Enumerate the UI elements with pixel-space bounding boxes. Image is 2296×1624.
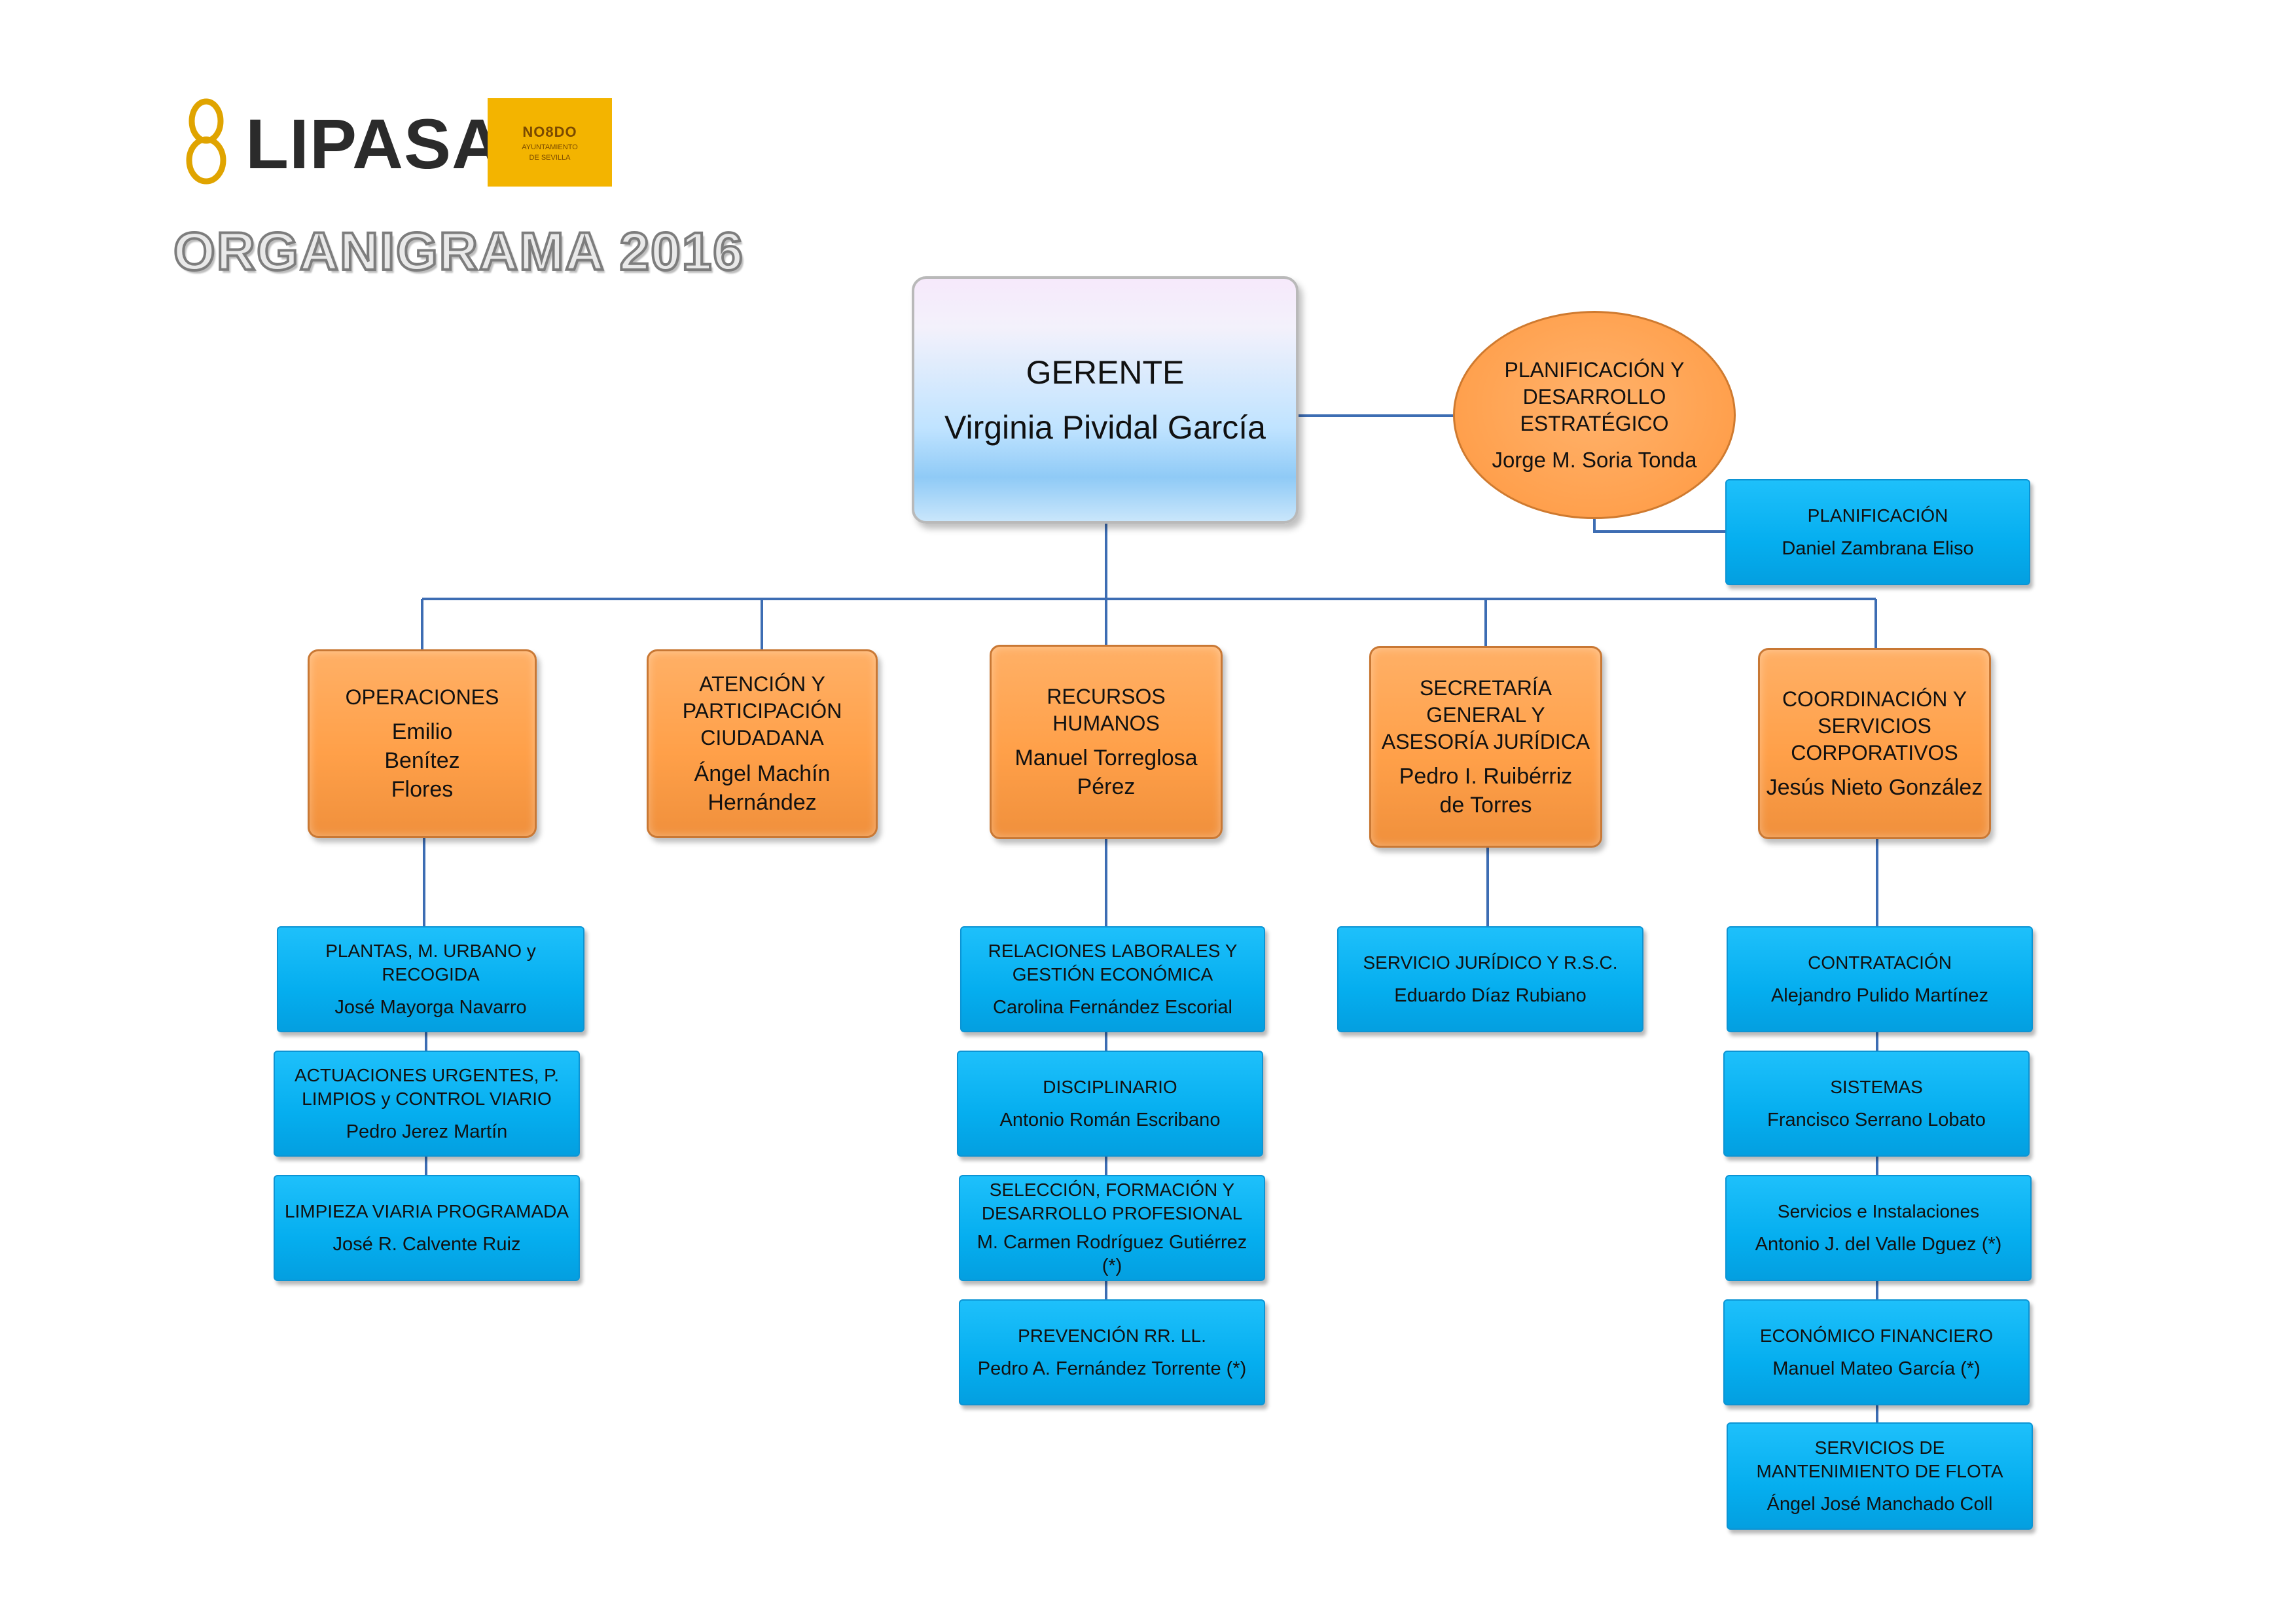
- unit-name: Carolina Fernández Escorial: [993, 997, 1232, 1018]
- unit-title: PREVENCIÓN RR. LL.: [1018, 1326, 1206, 1346]
- connector-operaciones-units: [423, 838, 427, 1175]
- unit-name: Antonio Román Escribano: [999, 1110, 1221, 1130]
- page-title: ORGANIGRAMA 2016: [172, 221, 744, 283]
- unit-seleccion-formacion: SELECCIÓN, FORMACIÓN Y DESARROLLO PROFES…: [959, 1175, 1265, 1281]
- area-name: Manuel Torreglosa Pérez: [1014, 745, 1198, 799]
- unit-title: ACTUACIONES URGENTES, P. LIMPIOS y CONTR…: [294, 1065, 559, 1109]
- planificacion-estrategica-name: Jorge M. Soria Tonda: [1492, 447, 1697, 472]
- area-recursos-humanos: RECURSOS HUMANOS Manuel Torreglosa Pérez: [990, 645, 1223, 839]
- gerente-name: Virginia Pividal García: [944, 409, 1266, 446]
- area-secretaria-general: SECRETARÍA GENERAL Y ASESORÍA JURÍDICA P…: [1369, 646, 1602, 848]
- unit-name: Pedro A. Fernández Torrente (*): [977, 1358, 1247, 1379]
- area-title: ATENCIÓN Y PARTICIPACIÓN CIUDADANA: [682, 672, 842, 749]
- unit-limpieza-viaria: LIMPIEZA VIARIA PROGRAMADA José R. Calve…: [274, 1175, 580, 1281]
- ayuntamiento-seal-icon: NO8DO AYUNTAMIENTO DE SEVILLA: [488, 98, 612, 187]
- unit-title: DISCIPLINARIO: [1043, 1077, 1177, 1097]
- unit-sistemas: SISTEMAS Francisco Serrano Lobato: [1723, 1051, 2030, 1157]
- unit-name: Ángel José Manchado Coll: [1767, 1494, 1993, 1515]
- area-coordinacion: COORDINACIÓN Y SERVICIOS CORPORATIVOS Je…: [1758, 648, 1991, 839]
- unit-title: LIMPIEZA VIARIA PROGRAMADA: [284, 1201, 569, 1221]
- unit-name: M. Carmen Rodríguez Gutiérrez (*): [977, 1232, 1247, 1276]
- unit-economico-financiero: ECONÓMICO FINANCIERO Manuel Mateo García…: [1723, 1299, 2030, 1405]
- planificacion-estrategica-box: PLANIFICACIÓN Y DESARROLLO ESTRATÉGICO J…: [1453, 311, 1736, 519]
- unit-title: SELECCIÓN, FORMACIÓN Y DESARROLLO PROFES…: [981, 1180, 1243, 1223]
- unit-name: Alejandro Pulido Martínez: [1770, 985, 1989, 1006]
- unit-name: Manuel Mateo García (*): [1772, 1358, 1981, 1379]
- unit-disciplinario: DISCIPLINARIO Antonio Román Escribano: [957, 1051, 1263, 1157]
- unit-name: José Mayorga Navarro: [334, 997, 527, 1018]
- unit-actuaciones-urgentes: ACTUACIONES URGENTES, P. LIMPIOS y CONTR…: [274, 1051, 580, 1157]
- unit-title: SERVICIOS DE MANTENIMIENTO DE FLOTA: [1756, 1437, 2003, 1481]
- unit-plantas-recogida: PLANTAS, M. URBANO y RECOGIDA José Mayor…: [277, 926, 584, 1032]
- unit-relaciones-laborales: RELACIONES LABORALES Y GESTIÓN ECONÓMICA…: [960, 926, 1265, 1032]
- unit-title: RELACIONES LABORALES Y GESTIÓN ECONÓMICA: [988, 941, 1238, 984]
- unit-name: Francisco Serrano Lobato: [1767, 1110, 1986, 1130]
- unit-prevencion: PREVENCIÓN RR. LL. Pedro A. Fernández To…: [959, 1299, 1265, 1405]
- area-operaciones: OPERACIONES Emilio Benítez Flores: [308, 649, 537, 838]
- unit-title: PLANTAS, M. URBANO y RECOGIDA: [325, 941, 536, 984]
- area-name: Pedro I. Ruibérriz de Torres: [1399, 763, 1573, 818]
- area-title: RECURSOS HUMANOS: [1047, 684, 1166, 735]
- lipasam-logo-icon: [186, 98, 226, 185]
- unit-title: CONTRATACIÓN: [1808, 952, 1952, 973]
- planificacion-name: Daniel Zambrana Eliso: [1782, 538, 1974, 559]
- unit-title: ECONÓMICO FINANCIERO: [1759, 1326, 1994, 1346]
- unit-title: Servicios e Instalaciones: [1777, 1201, 1980, 1221]
- planificacion-box: PLANIFICACIÓN Daniel Zambrana Eliso: [1725, 479, 2030, 585]
- unit-mantenimiento-flota: SERVICIOS DE MANTENIMIENTO DE FLOTA Ánge…: [1727, 1422, 2033, 1530]
- unit-name: José R. Calvente Ruiz: [332, 1234, 521, 1255]
- area-atencion-ciudadana: ATENCIÓN Y PARTICIPACIÓN CIUDADANA Ángel…: [647, 649, 878, 838]
- unit-name: Eduardo Díaz Rubiano: [1394, 985, 1587, 1006]
- area-name: Emilio Benítez Flores: [384, 719, 460, 802]
- connector-planificacion-sub: [1593, 519, 1725, 533]
- unit-name: Antonio J. del Valle Dguez (*): [1755, 1234, 2002, 1255]
- unit-servicios-instalaciones: Servicios e Instalaciones Antonio J. del…: [1725, 1175, 2032, 1281]
- area-title: OPERACIONES: [345, 685, 499, 709]
- gerente-box: GERENTE Virginia Pividal García: [912, 276, 1299, 524]
- area-name: Jesús Nieto González: [1766, 774, 1983, 800]
- gerente-title: GERENTE: [1026, 354, 1185, 391]
- unit-title: SISTEMAS: [1830, 1077, 1923, 1097]
- area-title: SECRETARÍA GENERAL Y ASESORÍA JURÍDICA: [1381, 676, 1590, 753]
- unit-contratacion: CONTRATACIÓN Alejandro Pulido Martínez: [1727, 926, 2033, 1032]
- unit-name: Pedro Jerez Martín: [346, 1121, 508, 1142]
- unit-servicio-juridico: SERVICIO JURÍDICO Y R.S.C. Eduardo Díaz …: [1337, 926, 1643, 1032]
- unit-title: SERVICIO JURÍDICO Y R.S.C.: [1363, 952, 1618, 973]
- planificacion-estrategica-title: PLANIFICACIÓN Y DESARROLLO ESTRATÉGICO: [1504, 357, 1685, 435]
- area-name: Ángel Machín Hernández: [694, 761, 831, 815]
- planificacion-title: PLANIFICACIÓN: [1807, 505, 1948, 526]
- area-title: COORDINACIÓN Y SERVICIOS CORPORATIVOS: [1782, 687, 1967, 765]
